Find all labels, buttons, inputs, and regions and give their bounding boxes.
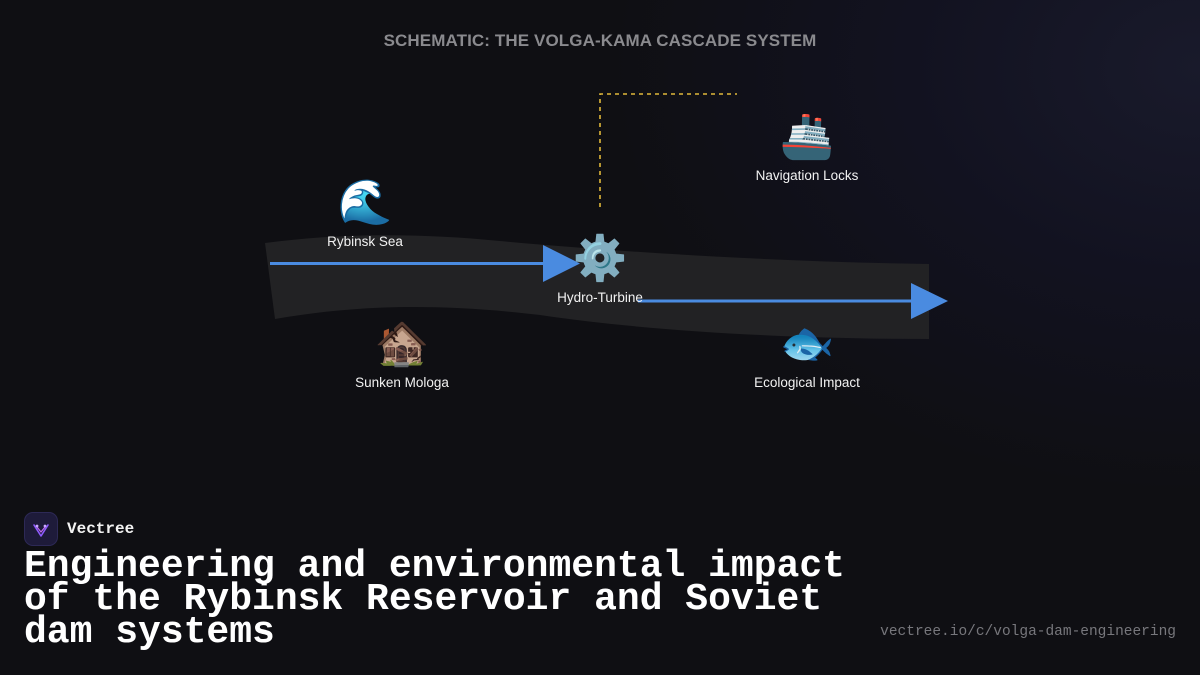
node-label: Ecological Impact: [754, 375, 860, 390]
node-label: Rybinsk Sea: [327, 234, 403, 249]
node-label: Hydro-Turbine: [557, 290, 643, 305]
node-label: Navigation Locks: [755, 168, 859, 183]
diagram-title: SCHEMATIC: THE VOLGA-KAMA CASCADE SYSTEM: [383, 31, 817, 50]
brand-name: Vectree: [67, 520, 135, 538]
gear-icon: ⚙️: [572, 234, 628, 283]
water-wave-icon: 🌊: [337, 178, 393, 227]
control-link-dashed: [599, 93, 737, 207]
page-headline: Engineering and environmental impact of …: [24, 545, 845, 654]
source-url[interactable]: vectree.io/c/volga-dam-engineering: [880, 624, 1176, 640]
node-rybinsk-sea: 🌊 Rybinsk Sea: [265, 178, 465, 249]
vectree-logo-icon: [24, 512, 58, 546]
river-band: [265, 235, 929, 339]
ship-icon: 🚢: [779, 112, 835, 161]
derelict-house-icon: 🏚️: [374, 319, 430, 368]
node-label: Sunken Mologa: [355, 375, 449, 390]
node-hydro-turbine: ⚙️ Hydro-Turbine: [500, 234, 700, 305]
node-navigation-locks: 🚢 Navigation Locks: [707, 112, 907, 183]
inflow-arrow-head: [543, 245, 580, 282]
node-sunken-mologa: 🏚️ Sunken Mologa: [302, 319, 502, 390]
outflow-arrow-head: [911, 283, 948, 319]
node-ecological-impact: 🐟 Ecological Impact: [707, 319, 907, 390]
brand[interactable]: Vectree: [24, 512, 134, 546]
fish-icon: 🐟: [779, 319, 835, 368]
